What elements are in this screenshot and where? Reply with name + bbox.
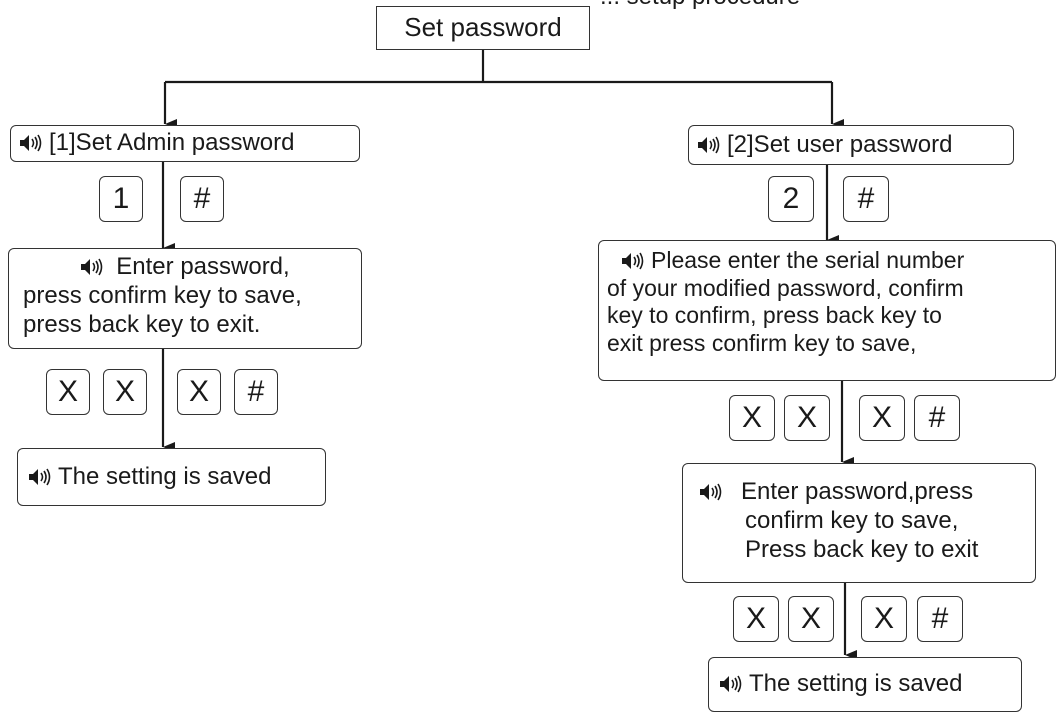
key-hash: # <box>180 176 224 222</box>
speaker-icon <box>29 468 51 486</box>
serial-number-box: Please enter the serial number of your m… <box>598 240 1056 381</box>
key-1-label: 1 <box>112 182 130 215</box>
key-x: X <box>177 369 221 415</box>
key-x: X <box>861 596 907 642</box>
key-hash: # <box>234 369 278 415</box>
user-saved-label: The setting is saved <box>749 670 963 698</box>
key-x-label: X <box>800 602 821 635</box>
key-hash-label: # <box>247 375 265 408</box>
admin-enter-line-1: Enter password, <box>116 253 290 280</box>
key-hash-label: # <box>857 182 875 215</box>
key-x: X <box>784 395 830 441</box>
user-enter-line-1: Enter password,press <box>741 478 974 505</box>
key-x-label: X <box>741 401 762 434</box>
key-1: 1 <box>99 176 143 222</box>
set-user-password-label: [2]Set user password <box>727 130 953 158</box>
key-x: X <box>733 596 779 642</box>
admin-saved-label: The setting is saved <box>58 462 272 490</box>
key-x-label: X <box>188 375 209 408</box>
key-x: X <box>46 369 90 415</box>
header-fragment: ... setup procedure <box>600 0 800 11</box>
key-x-label: X <box>796 401 817 434</box>
key-x: X <box>788 596 834 642</box>
key-hash-label: # <box>928 401 946 434</box>
key-x: X <box>859 395 905 441</box>
key-hash-label: # <box>931 602 949 635</box>
serial-line-1: Please enter the serial number <box>651 247 965 273</box>
user-saved-box: The setting is saved <box>708 657 1022 712</box>
admin-saved-box: The setting is saved <box>17 448 326 506</box>
speaker-icon <box>622 252 644 270</box>
key-x-label: X <box>57 375 78 408</box>
speaker-icon <box>720 676 742 693</box>
set-password-box: Set password <box>376 6 590 50</box>
speaker-icon <box>698 136 720 154</box>
key-hash: # <box>843 176 889 222</box>
set-admin-password-label: [1]Set Admin password <box>49 129 295 157</box>
serial-line-3: key to confirm, press back key to <box>607 302 942 329</box>
serial-line-4: exit press confirm key to save, <box>607 329 917 356</box>
speaker-icon <box>81 258 103 276</box>
key-2-label: 2 <box>782 182 800 215</box>
set-admin-password-box: [1]Set Admin password <box>10 125 360 162</box>
key-x-label: X <box>871 401 892 434</box>
set-user-password-box: [2]Set user password <box>688 125 1014 165</box>
key-x-label: X <box>114 375 135 408</box>
user-enter-line-2: confirm key to save, <box>745 506 959 534</box>
key-hash-label: # <box>193 182 211 215</box>
admin-enter-line-2: press confirm key to save, <box>23 281 302 309</box>
admin-enter-password-box: Enter password, press confirm key to sav… <box>8 248 362 349</box>
serial-line-2: of your modified password, confirm <box>607 274 964 301</box>
speaker-icon <box>700 483 722 501</box>
key-x-label: X <box>745 602 766 635</box>
user-enter-password-box: Enter password,press confirm key to save… <box>682 463 1036 583</box>
key-x: X <box>729 395 775 441</box>
set-password-label: Set password <box>404 12 562 43</box>
key-hash: # <box>914 395 960 441</box>
admin-enter-line-3: press back key to exit. <box>23 310 261 338</box>
key-2: 2 <box>768 176 814 222</box>
key-hash: # <box>917 596 963 642</box>
user-enter-line-3: Press back key to exit <box>745 535 979 563</box>
key-x: X <box>103 369 147 415</box>
speaker-icon <box>20 135 42 152</box>
key-x-label: X <box>873 602 894 635</box>
